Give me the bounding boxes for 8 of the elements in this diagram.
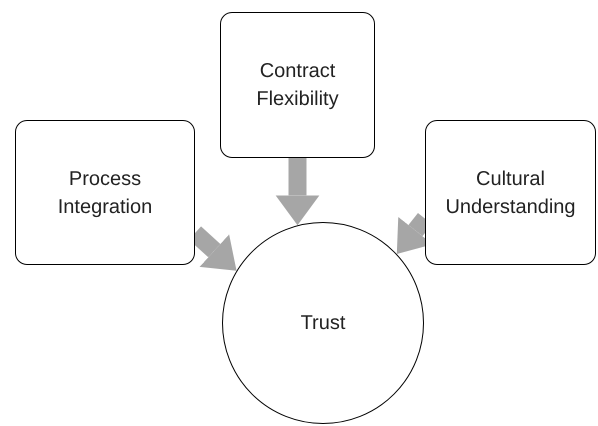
node-label: Process Integration [56, 166, 154, 220]
node-label: Cultural Understanding [444, 166, 577, 220]
rounded-box [15, 120, 195, 265]
rounded-box [425, 120, 596, 265]
node-label: Contract Flexibility [255, 59, 340, 112]
rounded-box [220, 12, 375, 158]
block-arrow [276, 158, 320, 226]
node-label: Trust [300, 311, 346, 336]
